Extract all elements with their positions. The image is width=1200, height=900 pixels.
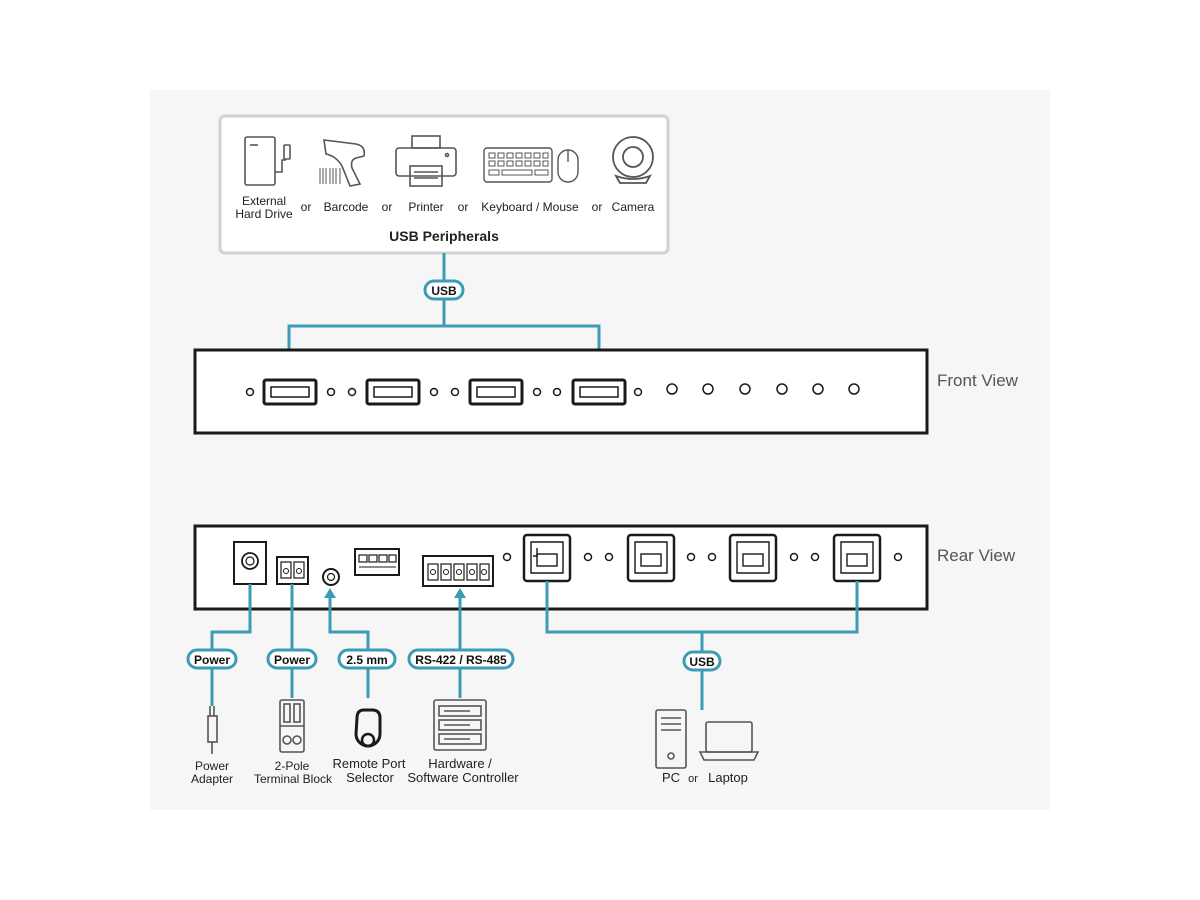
power-adapter-pill-label: Power <box>194 653 230 667</box>
terminal-block-label-line2: Terminal Block <box>254 772 333 786</box>
peripheral-label-camera: Camera <box>612 200 655 214</box>
usb-peripherals-title: USB Peripherals <box>389 228 499 244</box>
remote-selector-label-line2: Selector <box>346 770 394 785</box>
rear-led <box>502 552 903 562</box>
usb-top-label: USB <box>431 284 457 298</box>
power-adapter-icon <box>207 706 218 754</box>
usb-bottom-pill-label: USB <box>689 655 715 669</box>
external-hard-drive-icon <box>244 136 291 186</box>
rear-view-device <box>193 524 929 611</box>
printer-icon <box>395 135 457 187</box>
serial-pill: RS-422 / RS-485 <box>407 648 515 670</box>
power-adapter-pill: Power <box>186 648 238 670</box>
terminal-block-icon <box>279 699 305 753</box>
usb-top-pill: USB <box>423 279 465 301</box>
front-view-label: Front View <box>937 371 1019 390</box>
power-terminal-pill-label: Power <box>274 653 310 667</box>
serial-terminal-port <box>422 555 494 587</box>
terminal-block-label-line1: 2-Pole <box>275 759 310 773</box>
peripheral-label-external-line1: External <box>242 194 286 208</box>
laptop-icon <box>698 721 760 761</box>
peripheral-label-external-line2: Hard Drive <box>235 207 293 221</box>
controller-label-line2: Software Controller <box>407 770 519 785</box>
power-adapter-label-line2: Adapter <box>191 772 233 786</box>
front-led <box>245 387 643 397</box>
power-terminal-pill: Power <box>266 648 318 670</box>
laptop-label: Laptop <box>708 770 748 785</box>
arrowhead <box>324 588 466 598</box>
usb-bottom-pill: USB <box>682 650 722 672</box>
terminal-block-port <box>276 556 309 585</box>
front-view-device <box>193 348 929 435</box>
or-separator: or <box>592 200 603 214</box>
or-separator: or <box>382 200 393 214</box>
rear-view-label: Rear View <box>937 546 1016 565</box>
remote-port-selector-icon <box>354 708 382 748</box>
barcode-scanner-icon <box>319 139 366 187</box>
or-separator: or <box>458 200 469 214</box>
remote-pill: 2.5 mm <box>337 648 397 670</box>
remote-port-jack <box>322 568 340 586</box>
front-usb-port <box>262 378 627 406</box>
peripheral-label-barcode: Barcode <box>324 200 369 214</box>
remote-pill-label: 2.5 mm <box>346 653 387 667</box>
or-separator: or <box>301 200 312 214</box>
peripheral-label-printer: Printer <box>408 200 443 214</box>
peripheral-label-keyboard-mouse: Keyboard / Mouse <box>481 200 579 214</box>
or-separator: or <box>688 773 698 785</box>
pc-label: PC <box>662 770 680 785</box>
dip-switch <box>354 548 400 576</box>
controller-label-line1: Hardware / <box>428 756 492 771</box>
pc-tower-icon <box>655 709 687 769</box>
power-adapter-label-line1: Power <box>195 759 229 773</box>
front-button <box>666 383 860 395</box>
serial-pill-label: RS-422 / RS-485 <box>415 653 507 667</box>
camera-icon <box>612 136 654 184</box>
remote-selector-label-line1: Remote Port <box>333 756 406 771</box>
keyboard-mouse-icon <box>483 147 579 183</box>
server-rack-icon <box>433 699 487 751</box>
usb-peripherals-box: External Hard Drive or Barcode or Printe… <box>218 114 670 255</box>
